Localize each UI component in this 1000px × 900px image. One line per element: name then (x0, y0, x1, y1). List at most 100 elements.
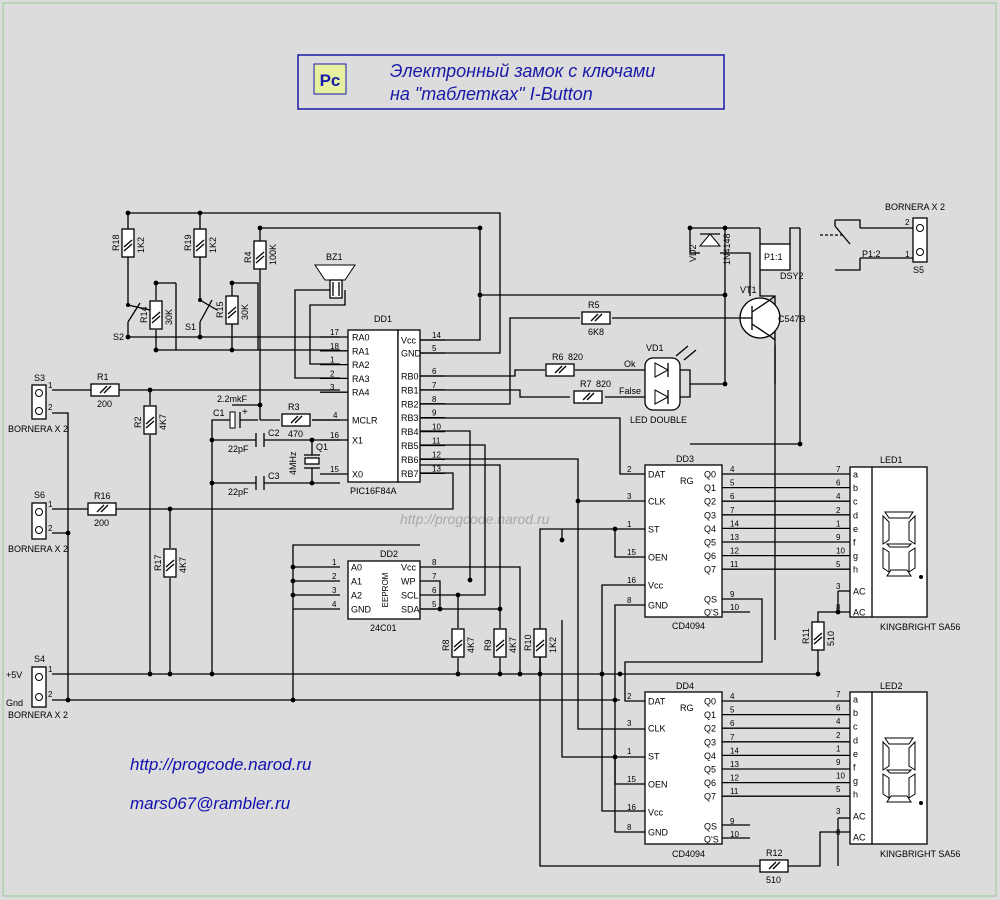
sr-pin-num: 3 (627, 719, 632, 728)
r4-ref: R4 (243, 251, 253, 263)
sr-pin-num: 5 (730, 479, 735, 488)
sr-pin-q1: Q1 (704, 710, 716, 720)
mcu-body-left (347, 329, 399, 483)
sr-pin-num: 2 (627, 692, 632, 701)
mcu-pin-num: 13 (432, 464, 441, 473)
mcu-dd1[interactable]: DD1 PIC16F84A (347, 314, 421, 496)
r7-ref: R7 (580, 379, 592, 389)
display-pin-num: 2 (836, 731, 841, 740)
r16-value: 200 (94, 518, 109, 528)
connector-s4[interactable]: S4 BORNERA X 2 1 2 +5V Gnd (6, 654, 68, 720)
sr-dd4-part: CD4094 (672, 849, 705, 859)
title-frame (297, 54, 725, 110)
r17-value: 4K7 (178, 557, 188, 573)
sr-pin-num: 4 (730, 465, 735, 474)
c3-ref: C3 (268, 471, 280, 481)
display-pin-num: 3 (836, 582, 841, 591)
mcu-pin-num: 15 (330, 465, 339, 474)
eeprom-dd2[interactable]: DD2 24C01 EEPROM (347, 549, 421, 633)
mcu-pin-x1: X1 (352, 436, 363, 446)
mcu-pin-num: 12 (432, 450, 441, 459)
r15-ref: R15 (215, 301, 225, 318)
mcu-pin-num: 2 (330, 369, 335, 378)
sr-pin-num: 6 (730, 492, 735, 501)
logo-text: Pc (320, 71, 341, 90)
eeprom-pin-wp: WP (401, 577, 416, 587)
r17-ref: R17 (153, 554, 163, 571)
s4-ref: S4 (34, 654, 45, 664)
r7-value: 820 (596, 379, 611, 389)
sr-pin-qs: QS (704, 822, 717, 832)
shift-register-dd4[interactable]: DD4 CD4094 RG (644, 681, 723, 859)
r12-value: 510 (766, 875, 781, 885)
mcu-pin-num: 5 (432, 344, 437, 353)
wire-top-rail (128, 212, 501, 354)
connector-s5[interactable]: S5 BORNERA X 2 2 1 (885, 202, 945, 275)
sr-pin-q7: Q7 (704, 792, 716, 802)
sr-pin-qs: Q'S (704, 608, 719, 618)
eeprom-pin-a0: A0 (351, 563, 362, 573)
connector-s6[interactable]: S6 BORNERA X 2 1 2 (8, 490, 68, 554)
display-pin-num: 10 (836, 772, 845, 781)
mcu-pin-num: 14 (432, 331, 441, 340)
sr-pin-q2: Q2 (704, 497, 716, 507)
vd2-part: 1N4148 (722, 233, 732, 265)
eeprom-pin-num: 1 (332, 558, 337, 567)
s3-part: BORNERA X 2 (8, 424, 68, 434)
mcu-pin-num: 9 (432, 409, 437, 418)
mcu-pin-num: 1 (330, 356, 335, 365)
resistor-r17: R17 4K7 (153, 548, 188, 578)
r3-ref: R3 (288, 402, 300, 412)
display-pin-e: e (853, 524, 858, 534)
switch-s2[interactable]: S2 (113, 302, 141, 342)
sr-pin-q0: Q0 (704, 470, 716, 480)
resistor-r7: R7 820 (573, 379, 611, 404)
sr-pin-qs: QS (704, 595, 717, 605)
sr-pin-num: 13 (730, 533, 739, 542)
r2-ref: R2 (133, 416, 143, 428)
vt1-part: C547B (778, 314, 806, 324)
vd1-ref: VD1 (646, 343, 664, 353)
r6-ref: R6 (552, 352, 564, 362)
eeprom-body (347, 560, 421, 620)
sr-pin-num: 3 (627, 492, 632, 501)
sr-pin-num: 16 (627, 576, 636, 585)
r11-ref: R11 (801, 628, 811, 644)
r5-ref: R5 (588, 300, 600, 310)
mcu-pin-num: 3 (330, 383, 335, 392)
contact-email[interactable]: mars067@rambler.ru (130, 794, 291, 813)
sr-pin-num: 10 (730, 830, 739, 839)
mcu-pin-num: 6 (432, 367, 437, 376)
sr-pin-num: 4 (730, 692, 735, 701)
s3-pin2: 2 (48, 403, 53, 412)
sr-pin-num: 12 (730, 774, 739, 783)
display-pin-g: g (853, 776, 858, 786)
display-led2-part: KINGBRIGHT SA56 (880, 849, 960, 859)
display-pin-b: b (853, 708, 858, 718)
sr-dd3-inner: RG (680, 476, 694, 486)
vt1-ref: VT1 (740, 285, 757, 295)
display-led2[interactable]: LED2 KINGBRIGHT SA56 (849, 681, 960, 859)
r6-value: 820 (568, 352, 583, 362)
sr-pin-num: 8 (627, 596, 632, 605)
sr-pin-num: 9 (730, 590, 735, 599)
sr-dd4-body (644, 691, 723, 845)
shift-register-dd3[interactable]: DD3 CD4094 RG (644, 454, 723, 631)
mcu-pin-ra1: RA1 (352, 346, 370, 356)
sr-pin-q3: Q3 (704, 510, 716, 520)
mcu-pin-num: 7 (432, 381, 437, 390)
capacitor-c2: C2 22pF (228, 428, 280, 454)
eeprom-part: 24C01 (370, 623, 397, 633)
buzzer-bz1: BZ1 (314, 252, 356, 299)
capacitor-c3: C3 22pF (228, 471, 280, 497)
contact-url[interactable]: http://progcode.narod.ru (130, 755, 312, 774)
switch-s1[interactable]: S1 (185, 298, 213, 332)
display-led1[interactable]: LED1 KINGBRIGHT SA56 (849, 455, 960, 632)
title-line-2: на "таблетках" I-Button (390, 84, 593, 104)
connector-s3[interactable]: S3 BORNERA X 2 1 2 (8, 373, 68, 434)
display-pin-num: 8 (836, 603, 841, 612)
